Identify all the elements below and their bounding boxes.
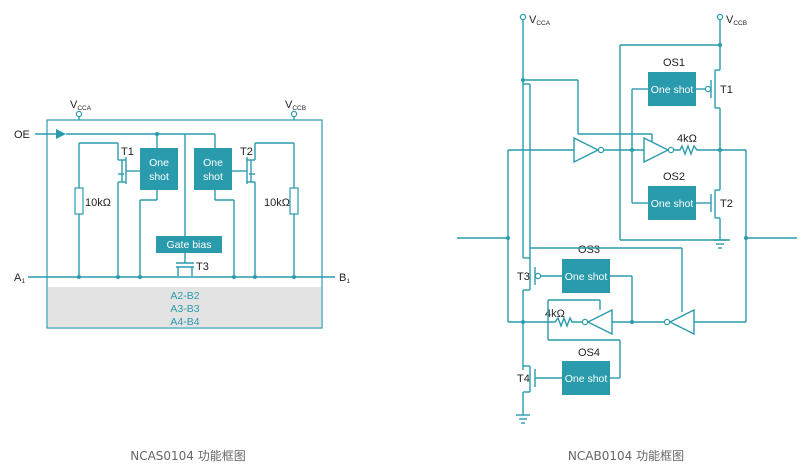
buffer-a-to-b-icon: [573, 136, 600, 164]
svg-text:One shot: One shot: [651, 198, 694, 210]
t3-label: T3: [196, 261, 209, 273]
ncas-vccb-terminal: [290, 110, 298, 118]
oe-buffer-icon: [56, 129, 66, 139]
ncas-resistor-a: [74, 187, 84, 215]
r-bottom-label: 4kΩ: [545, 308, 565, 320]
os4-block: [562, 361, 610, 395]
ncab-resistor-bottom: [508, 316, 582, 328]
ncas-channel-area: [48, 287, 321, 327]
ncas-vccb-label: VCCB: [285, 99, 306, 112]
ncab-t4-label: T4: [517, 373, 530, 385]
svg-text:shot: shot: [203, 171, 223, 183]
oe-label: OE: [14, 129, 30, 141]
ncab-vcca-label: VCCA: [529, 14, 551, 27]
ncas-resistor-b: [289, 187, 299, 215]
b1-label: B1: [339, 272, 350, 285]
t1-label: T1: [121, 146, 134, 158]
os2-label: OS2: [663, 171, 685, 183]
r-top-label: 4kΩ: [677, 133, 697, 145]
ncab-vcca-terminal: [519, 13, 527, 21]
inverter-a-icon: [586, 308, 613, 336]
ncas-resistor-b-label: 10kΩ: [264, 197, 290, 209]
ncas0104-diagram: A2-B2 A3-B3 A4-B4 VCCA VCCB OE 10kΩ 10kΩ: [14, 99, 350, 329]
gate-bias-block: [156, 236, 222, 253]
buffer-b-to-a-icon: [668, 308, 695, 336]
caption-ncab0104: NCAB0104 功能框图: [568, 449, 684, 463]
ncab0104-diagram: VCCA VCCB OS1 One shot T1: [457, 13, 797, 424]
svg-text:One shot: One shot: [565, 373, 608, 385]
svg-text:One shot: One shot: [565, 271, 608, 283]
svg-text:One: One: [203, 157, 223, 169]
svg-text:shot: shot: [149, 171, 169, 183]
caption-ncas0104: NCAS0104 功能框图: [130, 449, 246, 463]
ncab-t1-label: T1: [720, 84, 733, 96]
ncas-one-shot-b: [194, 148, 232, 190]
ncas-vcca-terminal: [75, 110, 83, 118]
channel-a2-b2: A2-B2: [170, 290, 199, 302]
a1-label: A1: [14, 272, 25, 285]
os4-label: OS4: [578, 347, 600, 359]
ncas-resistor-a-label: 10kΩ: [85, 197, 111, 209]
channel-a3-b3: A3-B3: [170, 303, 199, 315]
os1-block: [648, 72, 696, 106]
ncab-vccb-terminal: [716, 13, 724, 21]
svg-text:One: One: [149, 157, 169, 169]
svg-text:Gate bias: Gate bias: [167, 239, 212, 251]
t2-label: T2: [240, 146, 253, 158]
inverter-b-icon: [643, 136, 670, 164]
ncas-vcca-label: VCCA: [70, 99, 92, 112]
svg-text:One shot: One shot: [651, 84, 694, 96]
ncas-one-shot-a: [140, 148, 178, 190]
ncab-t3-label: T3: [517, 271, 530, 283]
ncab-resistor-top: [674, 144, 746, 156]
os3-block: [562, 259, 610, 293]
ncab-t2-label: T2: [720, 198, 733, 210]
os1-label: OS1: [663, 57, 685, 69]
channel-a4-b4: A4-B4: [170, 316, 199, 328]
os3-label: OS3: [578, 244, 600, 256]
ncab-vccb-label: VCCB: [726, 14, 747, 27]
os2-block: [648, 186, 696, 220]
